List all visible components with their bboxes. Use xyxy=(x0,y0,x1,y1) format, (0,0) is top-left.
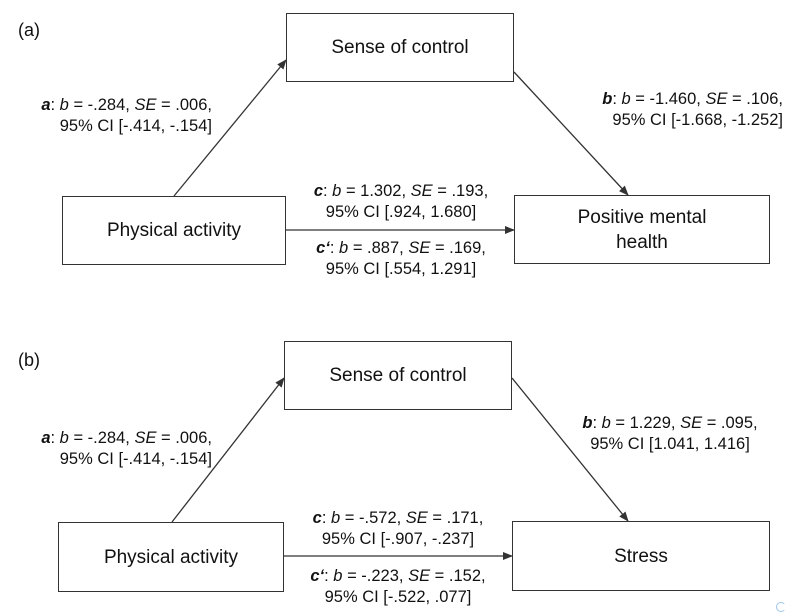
mediator-label: Sense of control xyxy=(329,365,467,386)
path-c-prime-label: c‘: b = .887, SE = .169, 95% CI [.554, 1… xyxy=(316,239,486,278)
panel-label: (a) xyxy=(18,20,40,40)
arrows-a xyxy=(173,59,629,234)
mediation-panel-b: (b) Sense of control Physical activity S… xyxy=(0,330,788,616)
predictor-label: Physical activity xyxy=(103,546,239,568)
path-a-arrow xyxy=(171,377,285,523)
outcome-label: Positive mental health xyxy=(577,206,707,253)
partial-circle-icon xyxy=(776,602,786,612)
path-a-label: a: b = -.284, SE = .006, 95% CI [-.414, … xyxy=(41,96,212,135)
mediator-box: Sense of control xyxy=(286,13,514,82)
path-c-label: c: b = -.572, SE = .171, 95% CI [-.907, … xyxy=(312,509,484,548)
outcome-box: Stress xyxy=(512,521,770,591)
predictor-box: Physical activity xyxy=(58,522,284,592)
mediator-label: Sense of control xyxy=(331,37,469,58)
outcome-label: Stress xyxy=(614,545,668,567)
panel-label: (b) xyxy=(18,350,40,370)
outcome-box: Positive mental health xyxy=(514,195,770,264)
mediator-box: Sense of control xyxy=(284,341,512,410)
path-b-arrow xyxy=(513,71,629,196)
path-c-label: c: b = 1.302, SE = .193, 95% CI [.924, 1… xyxy=(313,182,489,221)
predictor-label: Physical activity xyxy=(106,220,242,241)
path-b-label: b: b = -1.460, SE = .106, 95% CI [-1.668… xyxy=(602,90,783,129)
path-a-label: a: b = -.284, SE = .006, 95% CI [-.414, … xyxy=(41,429,212,468)
path-b-label: b: b = 1.229, SE = .095, 95% CI [1.041, … xyxy=(582,414,758,453)
arrows-b xyxy=(171,377,629,560)
mediation-panel-a: (a) Sense of control Physical activity P… xyxy=(0,0,788,300)
path-c-prime-label: c‘: b = -.223, SE = .152, 95% CI [-.522,… xyxy=(310,567,486,606)
predictor-box: Physical activity xyxy=(62,196,286,265)
path-b-arrow xyxy=(511,377,629,522)
path-a-arrow xyxy=(173,59,287,197)
